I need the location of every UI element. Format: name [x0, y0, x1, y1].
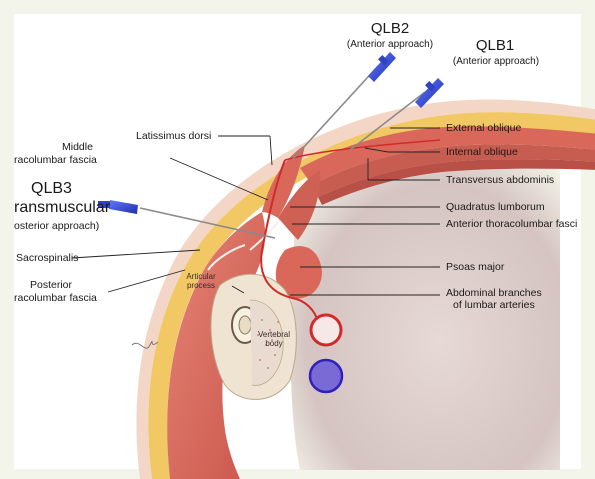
label-middle-tlf-2: racolumbar fascia — [14, 154, 97, 166]
label-articular-process-1: Articular — [176, 272, 226, 281]
label-transversus-abdominis: Transversus abdominis — [446, 174, 554, 186]
label-middle-tlf-1: Middle — [62, 141, 93, 153]
label-abdominal-branches: Abdominal branches — [446, 287, 542, 299]
qlb2-title: QLB2 — [360, 20, 420, 37]
qlb2-subtitle: (Anterior approach) — [325, 39, 455, 51]
qlb1-title: QLB1 — [465, 37, 525, 54]
label-posterior-tlf-1: Posterior — [30, 279, 72, 291]
label-vertebral-body-2: body — [252, 339, 296, 348]
label-lumbar-arteries: of lumbar arteries — [453, 299, 535, 311]
aorta — [311, 315, 341, 345]
label-external-oblique: External oblique — [446, 122, 521, 134]
label-articular-process-2: process — [176, 281, 226, 290]
label-latissimus-dorsi: Latissimus dorsi — [136, 130, 211, 142]
inferior-vena-cava — [310, 360, 342, 392]
qlb1-subtitle: (Anterior approach) — [431, 56, 561, 68]
label-psoas-major: Psoas major — [446, 261, 504, 273]
qlb3-line3: osterior approach) — [14, 220, 99, 232]
label-anterior-tlf: Anterior thoracolumbar fasci — [446, 218, 577, 230]
label-quadratus-lumborum: Quadratus lumborum — [446, 201, 545, 213]
label-vertebral-body-1: Vertebral — [252, 330, 296, 339]
label-posterior-tlf-2: racolumbar fascia — [14, 292, 97, 304]
label-sacrospinalis: Sacrospinalis — [16, 252, 78, 264]
label-internal-oblique: Internal oblique — [446, 146, 518, 158]
qlb3-title: QLB3 — [31, 180, 72, 198]
qlb3-line2: ransmuscular — [14, 199, 110, 217]
spinal-cord — [239, 316, 251, 334]
